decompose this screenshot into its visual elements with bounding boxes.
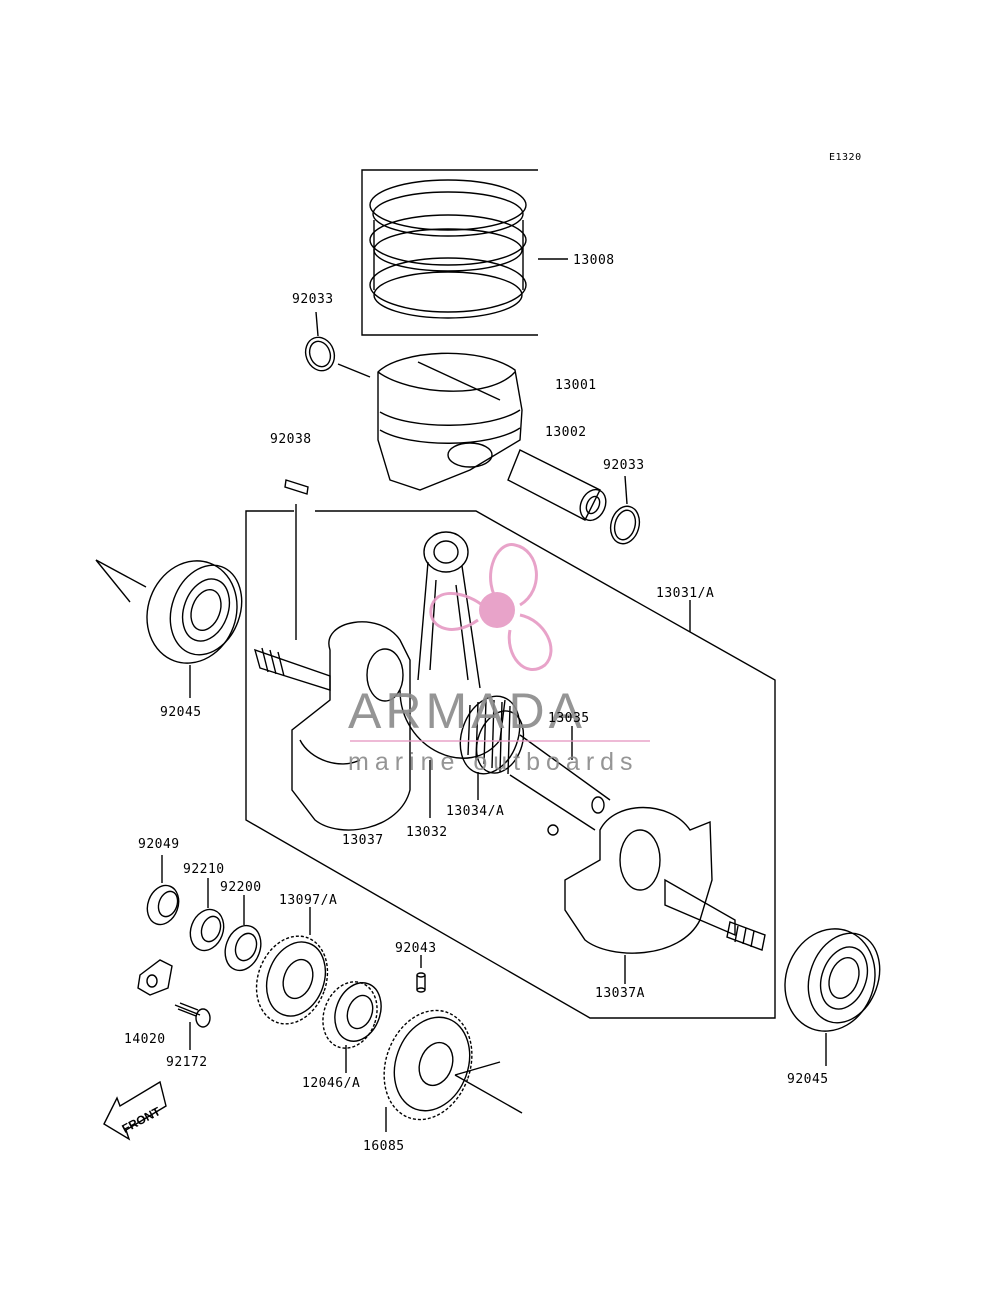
- label-13008[interactable]: 13008: [573, 253, 615, 268]
- label-13097[interactable]: 13097/A: [279, 893, 337, 908]
- ball-bearing-right: [784, 928, 881, 1066]
- label-13034[interactable]: 13034/A: [446, 804, 504, 819]
- washer: [224, 895, 262, 972]
- nut: [189, 878, 225, 952]
- label-13037A[interactable]: 13037A: [595, 986, 645, 1001]
- spacer-gear: [322, 981, 382, 1073]
- oil-seal: [146, 855, 180, 926]
- label-13035[interactable]: 13035: [548, 711, 590, 726]
- crank-pin: [509, 726, 611, 836]
- label-92045-right[interactable]: 92045: [787, 1072, 829, 1087]
- dowel-pin: [416, 955, 426, 993]
- label-92038[interactable]: 92038: [270, 432, 312, 447]
- label-92043[interactable]: 92043: [395, 941, 437, 956]
- connecting-rod: [399, 531, 506, 818]
- label-12046[interactable]: 12046/A: [302, 1076, 360, 1091]
- watermark-brand: ARMADA: [348, 683, 586, 739]
- needle-bearing: [459, 695, 525, 800]
- label-92033-left[interactable]: 92033: [292, 292, 334, 307]
- label-92033-right[interactable]: 92033: [603, 458, 645, 473]
- label-92049[interactable]: 92049: [138, 837, 180, 852]
- woodruff-key: [284, 479, 309, 640]
- diagram-code: E1320: [829, 152, 862, 163]
- watermark-logo: ARMADA marine outboards: [348, 543, 650, 776]
- ball-bearing-left: [95, 559, 243, 698]
- balancer-gear: [383, 1009, 523, 1132]
- label-16085[interactable]: 16085: [363, 1139, 405, 1154]
- lock-plate: [137, 959, 173, 996]
- label-14020[interactable]: 14020: [124, 1032, 166, 1047]
- label-92200[interactable]: 92200: [220, 880, 262, 895]
- label-13037[interactable]: 13037: [342, 833, 384, 848]
- label-13002[interactable]: 13002: [545, 425, 587, 440]
- label-92172[interactable]: 92172: [166, 1055, 208, 1070]
- crank-half-right: [564, 806, 766, 984]
- drive-gear: [255, 907, 329, 1025]
- piston: [377, 352, 523, 491]
- piston-ring-set: [361, 169, 568, 336]
- crankshaft-assembly-box: [245, 510, 776, 1019]
- label-13032[interactable]: 13032: [406, 825, 448, 840]
- crank-half-left: [253, 621, 411, 831]
- label-13001[interactable]: 13001: [555, 378, 597, 393]
- front-arrow: [103, 1080, 167, 1141]
- watermark-tagline: marine outboards: [348, 748, 639, 776]
- circlip-right: [609, 475, 641, 545]
- label-92045-left[interactable]: 92045: [160, 705, 202, 720]
- bolt: [174, 1002, 211, 1050]
- label-92210[interactable]: 92210: [183, 862, 225, 877]
- front-label: FRONT: [120, 1104, 164, 1136]
- label-13031[interactable]: 13031/A: [656, 586, 714, 601]
- piston-pin: [507, 449, 607, 522]
- circlip-left: [304, 311, 371, 378]
